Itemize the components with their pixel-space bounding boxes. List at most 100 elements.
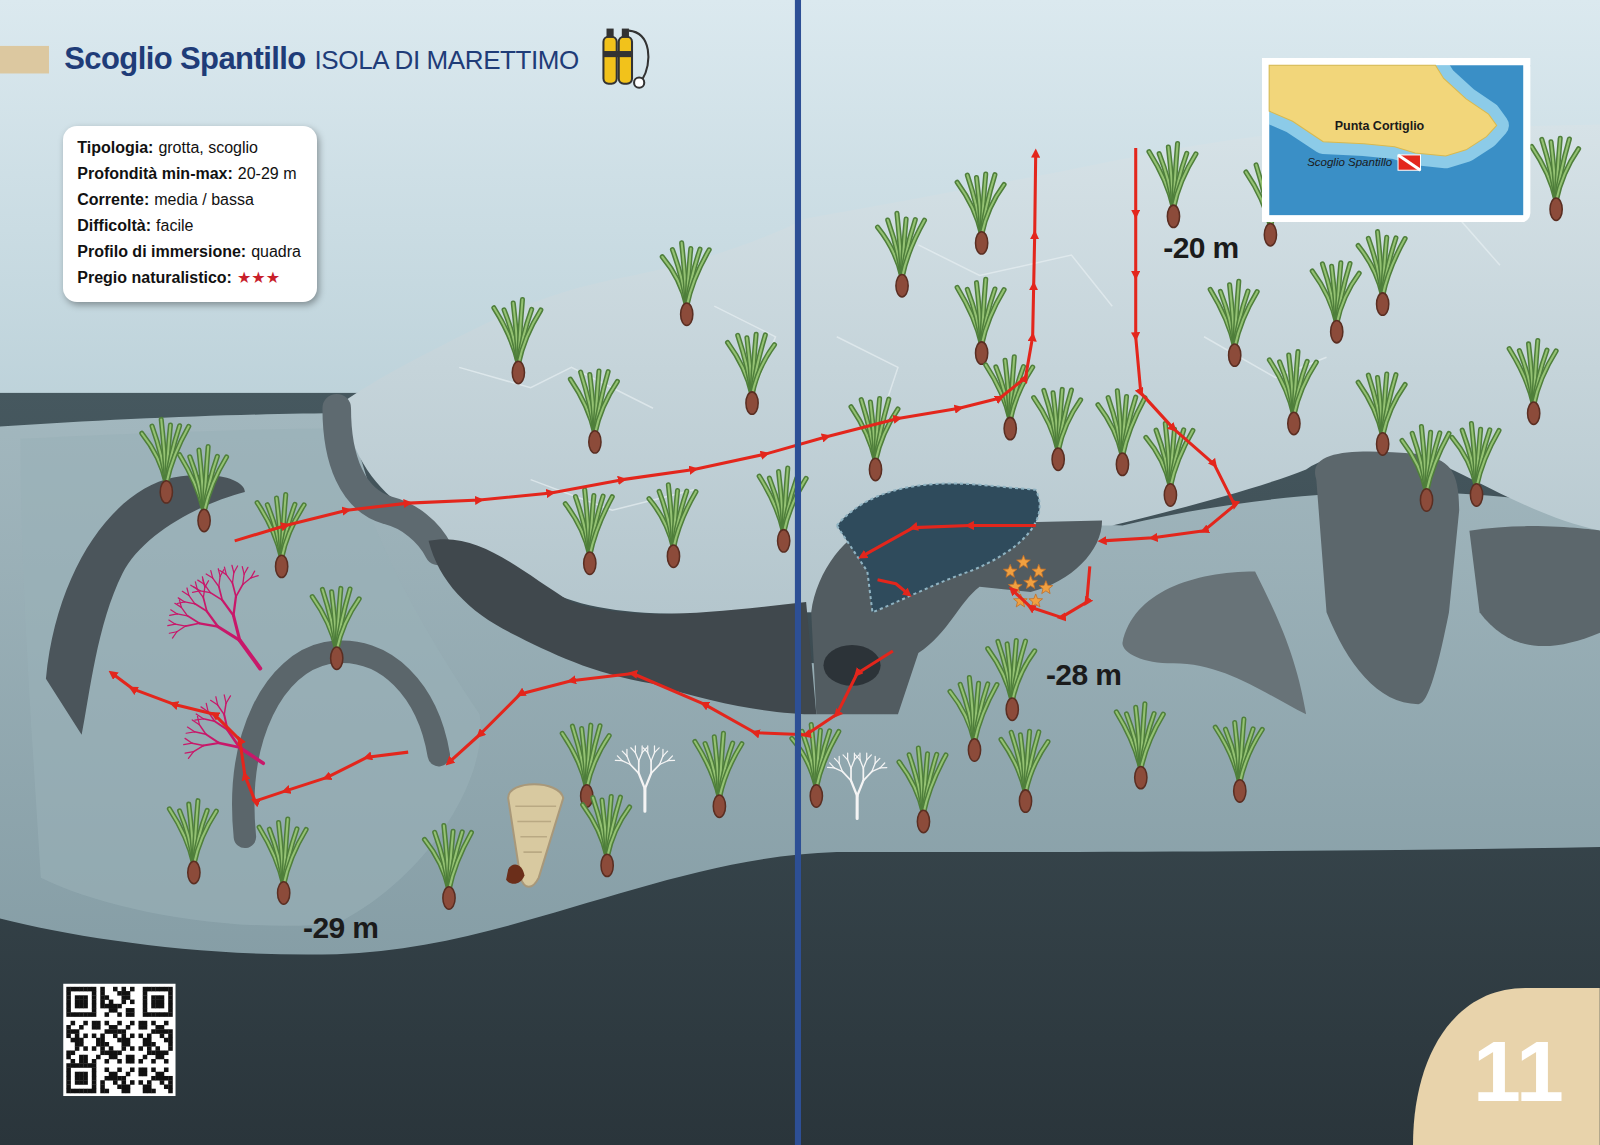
qr-module [79, 1004, 84, 1009]
page-number-tab: 11 [1413, 985, 1600, 1145]
page-tab-fill [1413, 988, 1600, 1145]
seagrass-rhizome [1528, 402, 1540, 424]
info-value: 20-29 m [238, 165, 297, 182]
qr-module [92, 1008, 97, 1013]
qr-module [126, 995, 131, 1000]
qr-module [92, 1059, 97, 1064]
coral-branch [645, 773, 651, 788]
seagrass-leaf [518, 310, 540, 364]
seagrass [1116, 704, 1163, 789]
qr-module [83, 1055, 88, 1060]
coral-branch [236, 584, 243, 596]
qr-module [168, 1012, 173, 1017]
qr-module [130, 1059, 135, 1064]
qr-module [75, 1004, 80, 1009]
qr-module [130, 1021, 135, 1026]
seagrass-leaf [982, 185, 1004, 235]
qr-module [71, 1089, 76, 1094]
qr-module [75, 1072, 80, 1077]
coral-branch [243, 578, 251, 585]
qr-module [122, 995, 127, 1000]
seagrass-rhizome [589, 431, 601, 453]
seagrass-leaf [1173, 154, 1195, 208]
seagrass-rhizome [331, 647, 343, 669]
qr-module [113, 1025, 118, 1030]
qr-module [160, 1029, 165, 1034]
qr-module [105, 1051, 110, 1056]
qr-module [75, 1046, 80, 1051]
dive-route-part [1012, 566, 1090, 617]
coral-branch [219, 576, 220, 586]
seagrass-leaf [1026, 742, 1048, 793]
qr-code [63, 984, 175, 1096]
info-value: grotta, scoglio [158, 139, 258, 156]
qr-module [105, 1059, 110, 1064]
coral-branch [847, 753, 848, 760]
seagrass [878, 213, 925, 297]
qr-module [143, 1038, 148, 1043]
qr-module [151, 1067, 156, 1072]
coral-branch [204, 584, 210, 592]
info-value: quadra [251, 243, 301, 260]
seagrass [1001, 731, 1048, 812]
qr-module [92, 995, 97, 1000]
seagrass [1452, 424, 1499, 507]
seagrass-rhizome [1164, 484, 1176, 506]
qr-module [117, 991, 122, 996]
coral-branch [648, 753, 651, 761]
qr-module [168, 1076, 173, 1081]
seagrass-rhizome [681, 303, 693, 325]
seagrass [259, 819, 306, 904]
seagrass-leaf [1170, 430, 1192, 486]
coral-branch [224, 695, 226, 703]
qr-module [138, 1021, 143, 1026]
qr-module [138, 1059, 143, 1064]
qr-module [126, 1072, 131, 1077]
qr-module [92, 1000, 97, 1005]
seagrass [1215, 719, 1262, 802]
seagrass [1358, 374, 1405, 455]
seagrass-leaf [816, 731, 838, 787]
qr-module [168, 1042, 173, 1047]
qr-module [105, 1029, 110, 1034]
dive-route-part [112, 674, 408, 802]
qr-module [79, 1055, 84, 1060]
seagrass-leaf [687, 250, 709, 306]
qr-module [138, 1046, 143, 1051]
seagrass-rhizome [278, 882, 290, 904]
qr-module [100, 1084, 105, 1089]
seagrass-leaf [204, 457, 226, 512]
qr-module [126, 1089, 131, 1094]
qr-module [143, 1012, 148, 1017]
coral-branch [213, 578, 219, 586]
seagrass-rhizome [1377, 293, 1389, 315]
coral-branch [626, 749, 627, 756]
seagrass-rhizome [869, 458, 881, 480]
seagrass [950, 678, 997, 762]
seagrass-rhizome [1052, 448, 1064, 470]
coral-branch [839, 756, 840, 763]
qr-module [66, 1084, 71, 1089]
coral-branch [185, 738, 192, 743]
qr-module [122, 1089, 127, 1094]
seagrass-leaf [719, 744, 741, 798]
qr-module [122, 991, 127, 996]
qr-module [143, 1004, 148, 1009]
qr-module [138, 1025, 143, 1030]
coral-branch [226, 696, 230, 703]
seagrass-leaf [449, 833, 471, 890]
qr-module [151, 1000, 156, 1005]
seagrass [1098, 391, 1145, 476]
qr-module [113, 1034, 118, 1039]
scuba-tank-icon-part [634, 78, 644, 88]
coral-branch [233, 615, 239, 640]
qr-module [71, 1038, 76, 1043]
qr-module [71, 1029, 76, 1034]
qr-module [109, 1046, 114, 1051]
qr-module [168, 1004, 173, 1009]
seagrass-leaf [337, 599, 359, 650]
seagrass [1210, 281, 1257, 366]
qr-module [122, 987, 127, 992]
seagrass-leaf [1383, 385, 1405, 436]
